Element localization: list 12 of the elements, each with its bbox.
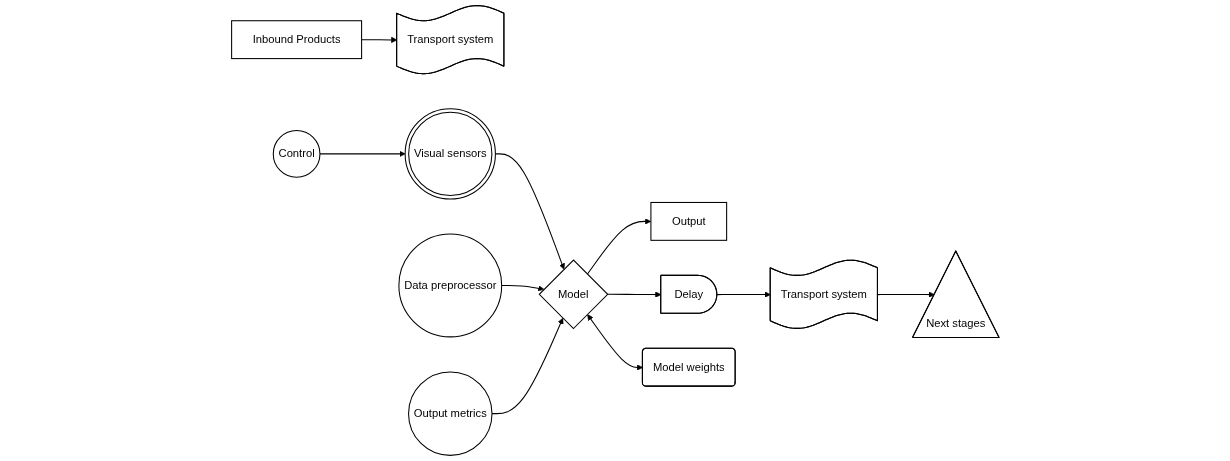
arrow <box>606 291 661 298</box>
node-diamond: Model <box>538 259 609 330</box>
arrow <box>716 291 771 298</box>
node-box: Output <box>650 201 727 241</box>
arrow <box>586 218 651 275</box>
arrow <box>586 314 643 371</box>
node-circle: Output metrics <box>407 371 493 456</box>
node-circle: Data preprocessor <box>398 233 502 338</box>
node-circle: Control <box>272 130 321 178</box>
node-box: Inbound Products <box>230 20 362 60</box>
arrow <box>491 317 564 415</box>
arrow <box>876 291 935 298</box>
